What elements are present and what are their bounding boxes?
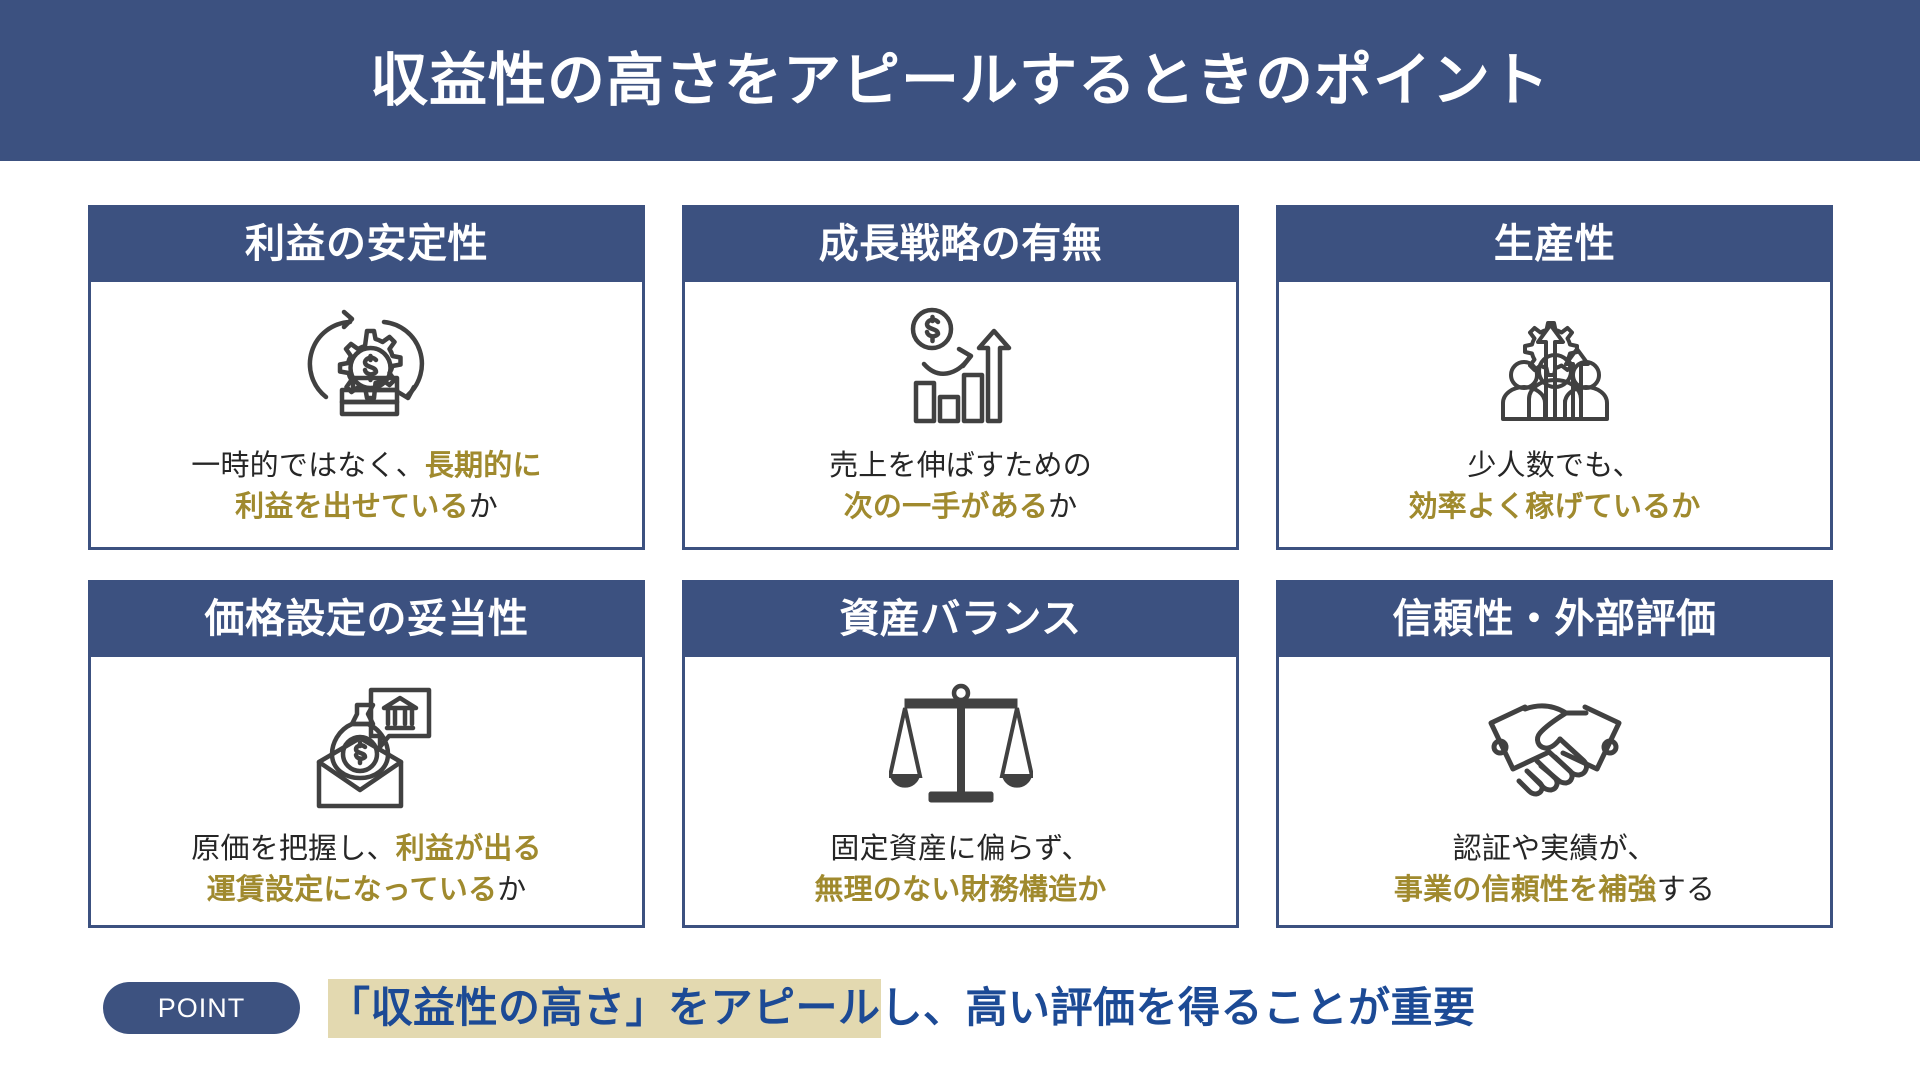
desc-line1-plain: 固定資産に偏らず、 [830,833,1091,865]
card-description: 少人数でも、 効率よく稼げているか [1408,446,1700,528]
card-title: 信頼性・外部評価 [1392,596,1717,641]
page-title: 収益性の高さをアピールするときのポイント [369,47,1550,113]
desc-line2-emphasis: 効率よく稼げているか [1408,491,1701,524]
gear-coins-icon [292,300,442,430]
card-title: 利益の安定性 [245,221,488,266]
card-title: 価格設定の妥当性 [204,596,529,641]
card-body: 原価を把握し、利益が出る 運賃設定になっているか [88,657,645,929]
team-gear-arrows-icon [1485,300,1625,430]
card-header: 資産バランス [682,580,1239,657]
desc-line2-emphasis: 事業の信頼性を補強 [1393,874,1657,907]
point-badge: POINT [103,982,300,1034]
desc-line2-plain: か [468,491,498,524]
card-description: 認証や実績が、 事業の信頼性を補強する [1394,829,1715,911]
money-envelope-bank-icon [297,675,437,815]
card-header: 価格設定の妥当性 [88,580,645,657]
card-productivity: 生産性 [1276,205,1833,550]
card-body: 売上を伸ばすための 次の一手があるか [682,282,1239,550]
footer-text-plain: し、高い評価を得ることが重要 [880,983,1476,1031]
card-description: 売上を伸ばすための 次の一手があるか [829,446,1092,528]
card-header: 成長戦略の有無 [682,205,1239,282]
handshake-icon [1477,675,1633,815]
desc-line1-plain: 一時的ではなく、 [191,450,425,482]
card-description: 一時的ではなく、長期的に 利益を出せているか [191,446,541,528]
footer-text-highlighted: 「収益性の高さ」をアピール [328,978,881,1038]
card-pricing-validity: 価格設定の妥当性 原 [88,580,645,929]
card-description: 固定資産に偏らず、 無理のない財務構造か [814,829,1106,911]
card-body: 一時的ではなく、長期的に 利益を出せているか [88,282,645,550]
growth-chart-icon [897,300,1025,430]
desc-line1-plain: 少人数でも、 [1467,450,1642,482]
desc-line2-emphasis: 無理のない財務構造か [814,874,1107,907]
desc-line2-emphasis: 運賃設定になっている [206,874,498,907]
desc-line2-plain: か [1048,491,1078,524]
card-profit-stability: 利益の安定性 [88,205,645,550]
card-header: 信頼性・外部評価 [1276,580,1833,657]
card-title: 資産バランス [839,596,1082,641]
card-growth-strategy: 成長戦略の有無 売上 [682,205,1239,550]
card-header: 生産性 [1276,205,1833,282]
card-body: 固定資産に偏らず、 無理のない財務構造か [682,657,1239,929]
card-title: 生産性 [1493,221,1616,266]
desc-line2-plain: か [497,874,527,907]
balance-scale-icon [888,675,1033,815]
card-body: 認証や実績が、 事業の信頼性を補強する [1276,657,1833,929]
desc-line1-plain: 原価を把握し、 [191,833,396,865]
card-asset-balance: 資産バランス 固定資産に偏らず、 [682,580,1239,929]
footer-point-row: POINT 「収益性の高さ」をアピールし、高い評価を得ることが重要 [103,978,1843,1038]
card-credibility-evaluation: 信頼性・外部評価 [1276,580,1833,929]
card-title: 成長戦略の有無 [818,221,1103,266]
card-body: 少人数でも、 効率よく稼げているか [1276,282,1833,550]
desc-line2-emphasis: 利益を出せている [235,491,469,524]
desc-line1-plain: 売上を伸ばすための [829,450,1092,482]
card-description: 原価を把握し、利益が出る 運賃設定になっているか [191,829,541,911]
desc-line2-plain: する [1656,874,1716,907]
card-grid: 利益の安定性 [88,205,1833,929]
desc-line2-emphasis: 次の一手がある [843,491,1049,524]
header-band: 収益性の高さをアピールするときのポイント [0,0,1920,161]
footer-summary-text: 「収益性の高さ」をアピールし、高い評価を得ることが重要 [328,978,1476,1038]
desc-line1-emphasis: 長期的に [424,450,542,482]
card-header: 利益の安定性 [88,205,645,282]
desc-line1-emphasis: 利益が出る [395,833,542,865]
desc-line1-plain: 認証や実績が、 [1452,833,1657,865]
